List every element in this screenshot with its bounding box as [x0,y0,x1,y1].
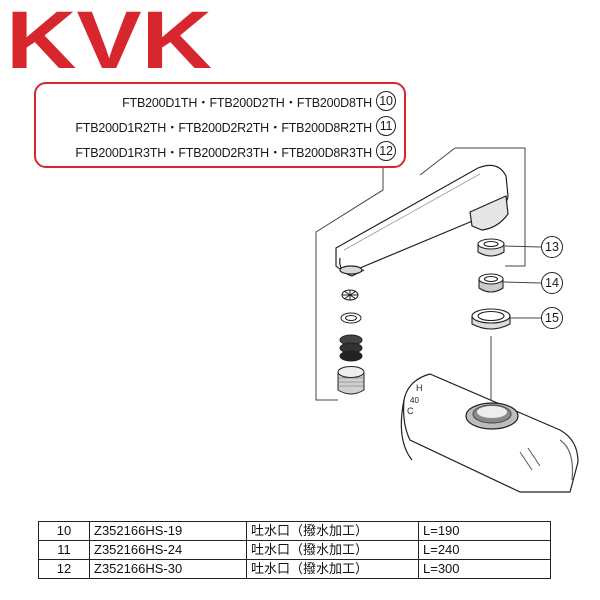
svg-text:KVK: KVK [6,4,212,74]
ref-number-12: 12 [376,141,396,161]
table-row: 11 Z352166HS-24 吐水口（撥水加工） L=240 [38,540,551,560]
part-name: 吐水口（撥水加工） [246,559,419,579]
bracket-link [419,147,456,176]
part-13 [477,238,505,257]
callout-13: 13 [541,236,563,258]
model-number-box: FTB200D1TH・FTB200D2TH・FTB200D8TH 10 FTB2… [34,82,406,168]
model-line-11: FTB200D1R2TH・FTB200D2R2TH・FTB200D8R2TH 1… [75,115,396,137]
leader-14 [502,281,542,284]
kvk-logo: KVK [6,4,212,74]
model-text: FTB200D1R3TH・FTB200D2R3TH・FTB200D8R3TH [75,145,372,160]
faucet-spout-diagram: H 40 C [315,147,579,493]
spout [335,164,509,277]
aerator-parts [337,289,365,395]
part-code: Z352166HS-30 [89,559,247,579]
ref-number-11: 11 [376,116,396,136]
parts-table: 10 Z352166HS-19 吐水口（撥水加工） L=190 11 Z3521… [38,521,551,579]
part-no: 12 [38,559,90,579]
model-text: FTB200D1TH・FTB200D2TH・FTB200D8TH [122,95,372,110]
bracket-line [455,147,526,267]
leader-line-main [315,168,384,401]
aerator-star-washer [341,289,359,301]
model-line-12: FTB200D1R3TH・FTB200D2R3TH・FTB200D8R3TH 1… [75,140,396,162]
table-row: 10 Z352166HS-19 吐水口（撥水加工） L=190 [38,521,551,541]
callout-15: 15 [541,307,563,329]
mixer-body [400,373,579,493]
dial-mark-c: C [407,406,414,416]
part-15 [471,308,511,330]
ref-number-10: 10 [376,91,396,111]
callout-14: 14 [541,272,563,294]
part-length: L=190 [418,521,551,541]
dial-mark-40: 40 [410,396,419,405]
leader-13 [504,245,542,248]
part-no: 11 [38,540,90,560]
model-line-10: FTB200D1TH・FTB200D2TH・FTB200D8TH 10 [122,90,396,112]
part-code: Z352166HS-19 [89,521,247,541]
part-no: 10 [38,521,90,541]
part-code: Z352166HS-24 [89,540,247,560]
dial-mark-h: H [416,383,423,393]
part-name: 吐水口（撥水加工） [246,521,419,541]
part-length: L=240 [418,540,551,560]
model-text: FTB200D1R2TH・FTB200D2R2TH・FTB200D8R2TH [75,120,372,135]
part-name: 吐水口（撥水加工） [246,540,419,560]
aerator-mesh [339,334,363,362]
table-row: 12 Z352166HS-30 吐水口（撥水加工） L=300 [38,559,551,579]
part-14 [478,273,504,293]
aerator-cap [337,366,365,395]
part-length: L=300 [418,559,551,579]
